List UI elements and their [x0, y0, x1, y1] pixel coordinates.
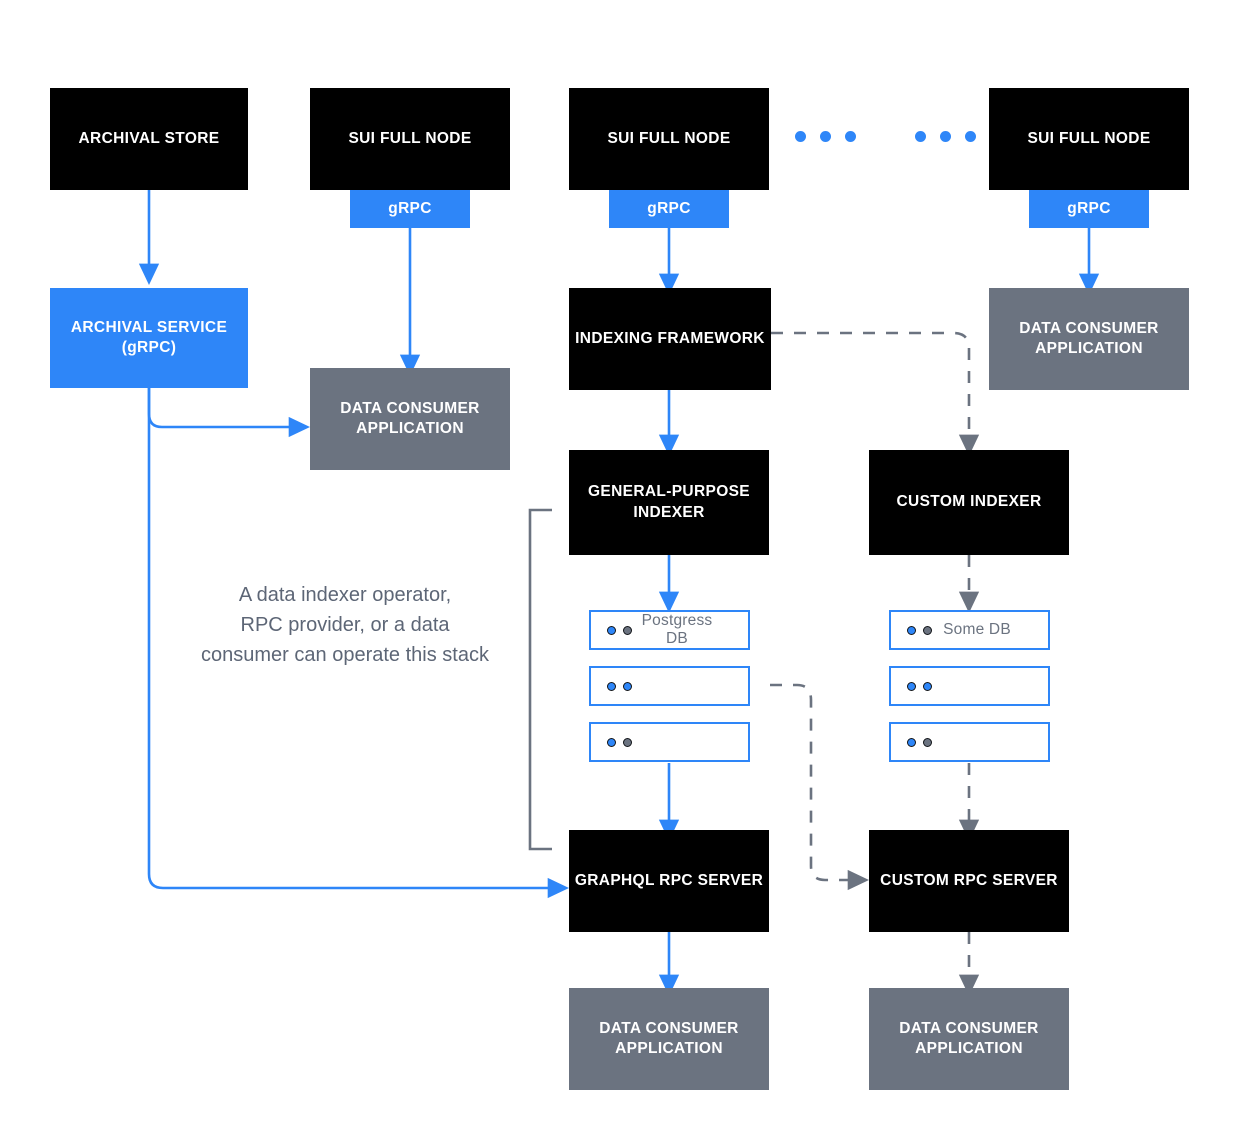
- node-label-line1: GENERAL-PURPOSE: [588, 483, 750, 501]
- db-dot-2: [923, 737, 932, 747]
- db-dot-2: [923, 625, 932, 635]
- node-label-line1: ARCHIVAL SERVICE: [70, 318, 228, 336]
- node-data-consumer-right[interactable]: DATA CONSUMER APPLICATION: [989, 288, 1189, 390]
- badge-grpc-2[interactable]: gRPC: [609, 190, 729, 228]
- db-box-center-2[interactable]: [589, 722, 750, 762]
- ellipsis-dot: [820, 131, 831, 142]
- edge-center-db-to-custom-rpc-server: [770, 683, 869, 891]
- db-label: Some DB: [943, 621, 1011, 638]
- node-label: SUI FULL NODE: [348, 129, 472, 147]
- ellipsis-dot: [940, 131, 951, 142]
- annotation-line-3: consumer can operate this stack: [201, 644, 489, 666]
- node-label: CUSTOM INDEXER: [896, 493, 1042, 511]
- node-label-line2: INDEXER: [633, 503, 705, 521]
- badge-label: gRPC: [647, 200, 691, 217]
- edge-archival-service-to-consumer: [147, 388, 310, 438]
- db-box-right-2[interactable]: [889, 722, 1050, 762]
- node-indexing-framework[interactable]: INDEXING FRAMEWORK: [569, 288, 771, 390]
- node-label-line1: DATA CONSUMER: [1019, 319, 1159, 337]
- db-dot-1: [907, 737, 916, 747]
- db-box-center-0[interactable]: Postgress DB: [589, 610, 750, 650]
- ellipsis-dot: [915, 131, 926, 142]
- db-dot-1: [607, 681, 616, 691]
- db-dot-2: [623, 625, 632, 635]
- operator-stack-bracket: [528, 508, 552, 851]
- db-dot-2: [923, 681, 932, 691]
- node-label-line1: DATA CONSUMER: [340, 399, 480, 417]
- node-archival-service[interactable]: ARCHIVAL SERVICE (gRPC): [50, 288, 248, 388]
- db-dot-1: [907, 625, 916, 635]
- node-graphql-rpc-server[interactable]: GRAPHQL RPC SERVER: [569, 830, 769, 932]
- db-dot-1: [607, 737, 616, 747]
- node-label-line2: APPLICATION: [615, 1040, 723, 1057]
- db-dot-2: [623, 737, 632, 747]
- db-status-dots-icon: [607, 737, 632, 747]
- node-label-line2: (gRPC): [121, 339, 177, 356]
- ellipsis-dot: [845, 131, 856, 142]
- node-label-line2: APPLICATION: [356, 420, 464, 437]
- operator-stack-annotation: A data indexer operator, RPC provider, o…: [180, 580, 510, 670]
- node-data-consumer-bottom-left[interactable]: DATA CONSUMER APPLICATION: [569, 988, 769, 1090]
- node-sui-full-node-2[interactable]: SUI FULL NODE: [569, 88, 769, 190]
- node-label: CUSTOM RPC SERVER: [880, 871, 1058, 889]
- ellipsis-dot: [795, 131, 806, 142]
- annotation-line-2: RPC provider, or a data: [240, 614, 450, 636]
- annotation-line-1: A data indexer operator,: [238, 584, 452, 606]
- node-custom-rpc-server[interactable]: CUSTOM RPC SERVER: [869, 830, 1069, 932]
- node-label-line1: DATA CONSUMER: [599, 1019, 739, 1037]
- db-status-dots-icon: [907, 681, 932, 691]
- node-label: ARCHIVAL STORE: [78, 129, 220, 147]
- badge-grpc-3[interactable]: gRPC: [1029, 190, 1149, 228]
- db-label: Postgress DB: [641, 612, 713, 647]
- node-custom-indexer[interactable]: CUSTOM INDEXER: [869, 450, 1069, 555]
- badge-label: gRPC: [1067, 200, 1111, 217]
- ellipsis-group-2: [915, 131, 976, 142]
- db-box-right-0[interactable]: Some DB: [889, 610, 1050, 650]
- node-sui-full-node-1[interactable]: SUI FULL NODE: [310, 88, 510, 190]
- db-status-dots-icon: [907, 625, 932, 635]
- node-label-line2: APPLICATION: [915, 1040, 1023, 1057]
- db-status-dots-icon: [607, 681, 632, 691]
- node-archival-store[interactable]: ARCHIVAL STORE: [50, 88, 248, 190]
- db-dot-1: [607, 625, 616, 635]
- node-data-consumer-left[interactable]: DATA CONSUMER APPLICATION: [310, 368, 510, 470]
- edge-indexing-framework-to-custom-indexer: [771, 331, 980, 456]
- db-status-dots-icon: [607, 625, 632, 635]
- node-label: INDEXING FRAMEWORK: [575, 329, 765, 347]
- node-sui-full-node-3[interactable]: SUI FULL NODE: [989, 88, 1189, 190]
- db-dot-1: [907, 681, 916, 691]
- badge-grpc-1[interactable]: gRPC: [350, 190, 470, 228]
- node-label: GRAPHQL RPC SERVER: [574, 871, 764, 889]
- node-label: SUI FULL NODE: [1027, 129, 1151, 147]
- node-label-line2: APPLICATION: [1035, 340, 1143, 357]
- node-data-consumer-bottom-right[interactable]: DATA CONSUMER APPLICATION: [869, 988, 1069, 1090]
- db-dot-2: [623, 681, 632, 691]
- node-label-line1: DATA CONSUMER: [899, 1019, 1039, 1037]
- ellipsis-group-1: [795, 131, 856, 142]
- node-general-purpose-indexer[interactable]: GENERAL-PURPOSE INDEXER: [569, 450, 769, 555]
- db-box-center-1[interactable]: [589, 666, 750, 706]
- ellipsis-dot: [965, 131, 976, 142]
- node-label: SUI FULL NODE: [607, 129, 731, 147]
- db-box-right-1[interactable]: [889, 666, 1050, 706]
- db-status-dots-icon: [907, 737, 932, 747]
- badge-label: gRPC: [388, 200, 432, 217]
